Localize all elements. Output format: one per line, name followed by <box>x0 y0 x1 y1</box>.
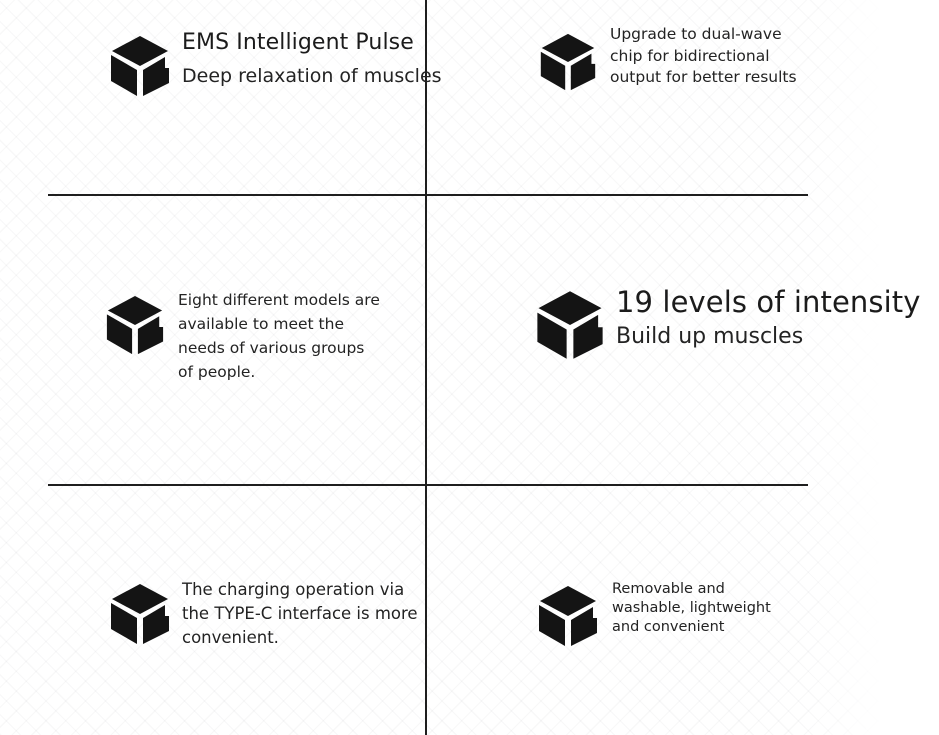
feature-text-charging: The charging operation via the TYPE-C in… <box>182 578 422 650</box>
feature-body: Removable and washable, lightweight and … <box>612 581 771 635</box>
feature-title: EMS Intelligent Pulse <box>182 30 414 55</box>
feature-cell-ems: EMS Intelligent Pulse Deep relaxation of… <box>108 26 442 98</box>
feature-text-chip: Upgrade to dual-wave chip for bidirectio… <box>610 24 810 89</box>
feature-cell-washable: Removable and washable, lightweight and … <box>536 580 792 648</box>
feature-text-intensity: 19 levels of intensity Build up muscles <box>616 283 921 353</box>
feature-body: The charging operation via the TYPE-C in… <box>182 580 418 647</box>
feature-cell-charging: The charging operation via the TYPE-C in… <box>108 578 422 650</box>
feature-body: Upgrade to dual-wave chip for bidirectio… <box>610 25 797 86</box>
cube-icon <box>539 586 597 646</box>
feature-cell-models: Eight different models are available to … <box>104 288 383 384</box>
cube-icon <box>540 33 596 91</box>
feature-subtitle: Build up muscles <box>616 324 804 349</box>
feature-text-ems: EMS Intelligent Pulse Deep relaxation of… <box>182 26 442 92</box>
feature-text-washable: Removable and washable, lightweight and … <box>612 580 792 637</box>
vertical-divider <box>425 0 427 735</box>
feature-cell-chip: Upgrade to dual-wave chip for bidirectio… <box>538 24 810 92</box>
horizontal-divider-bottom <box>48 484 808 486</box>
cube-icon <box>537 291 603 359</box>
cube-icon <box>106 295 164 355</box>
cube-icon <box>111 36 169 96</box>
feature-title: 19 levels of intensity <box>616 285 921 319</box>
cube-icon <box>111 584 169 644</box>
feature-subtitle: Deep relaxation of muscles <box>182 65 442 87</box>
feature-body: Eight different models are available to … <box>178 291 380 381</box>
horizontal-divider-top <box>48 194 808 196</box>
feature-cell-intensity: 19 levels of intensity Build up muscles <box>534 283 921 361</box>
feature-text-models: Eight different models are available to … <box>178 288 383 384</box>
